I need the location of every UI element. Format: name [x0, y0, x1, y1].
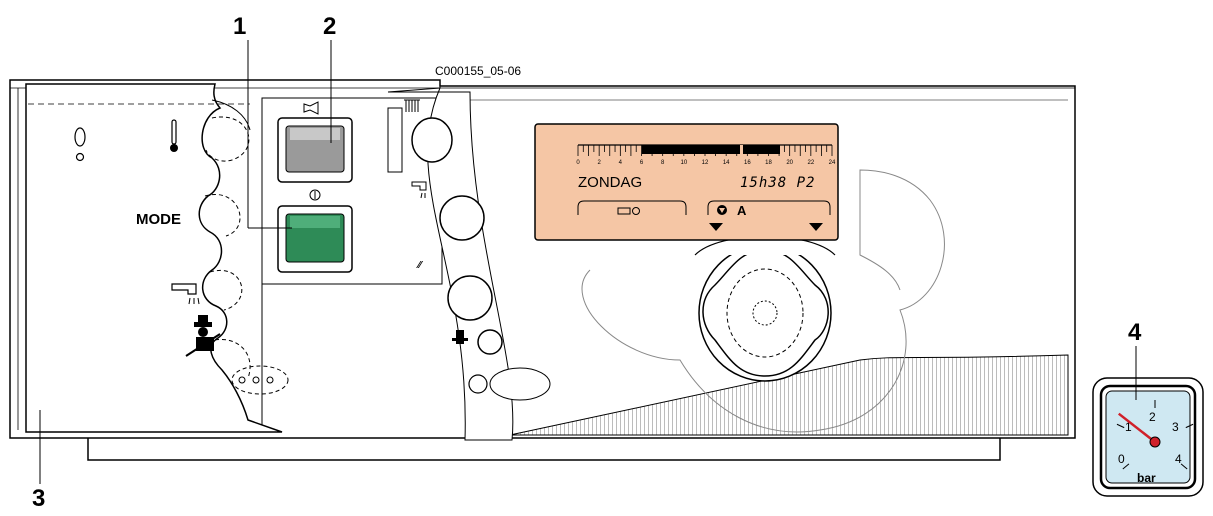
lcd-left-arrow	[709, 223, 723, 231]
hour-tick-label: 12	[702, 160, 709, 166]
gauge-scale-2: 2	[1149, 410, 1156, 424]
hour-tick-label: 2	[597, 160, 601, 166]
hour-tick-label: 4	[619, 160, 623, 166]
day-night-button[interactable]	[447, 275, 493, 321]
callout-3: 3	[32, 485, 45, 512]
hour-tick-label: 8	[661, 160, 665, 166]
gauge-tick	[1122, 463, 1130, 470]
gauge-tick	[1116, 423, 1125, 429]
hot-water-tap-icon	[411, 181, 427, 199]
hour-tick-label: 22	[807, 160, 814, 166]
callout-4: 4	[1128, 319, 1142, 346]
thermometer-icon	[170, 119, 178, 152]
reference-code: C000155_05-06	[435, 64, 521, 78]
lcd-day-label: ZONDAG	[578, 174, 642, 191]
hour-tick-label: 18	[765, 160, 772, 166]
tap-icon-left	[171, 283, 200, 305]
small-round-button[interactable]	[468, 374, 488, 394]
mode-label: MODE	[136, 211, 181, 228]
gauge-pivot	[1149, 436, 1161, 448]
lcd-timeline	[577, 144, 833, 156]
alarm-reset-switch[interactable]	[277, 117, 353, 183]
alert-icon	[74, 127, 86, 162]
front-cover-panel	[25, 83, 283, 433]
chimney-sweep-small-icon	[452, 330, 468, 344]
rotary-knob-grip[interactable]	[702, 249, 829, 377]
gauge-tick	[1180, 463, 1188, 470]
hour-tick-label: 14	[723, 160, 730, 166]
hour-tick-label: 24	[829, 160, 836, 166]
power-icon	[309, 189, 321, 201]
lcd-right-arrow	[809, 223, 823, 231]
knob-center	[752, 300, 778, 326]
svg-text:⁄⁄: ⁄⁄	[416, 260, 424, 271]
chimney-sweep-icon	[185, 315, 221, 357]
hatched-base	[509, 354, 1069, 436]
hour-tick-label: 10	[680, 160, 687, 166]
lower-recess	[489, 367, 551, 401]
main-power-switch[interactable]	[277, 205, 353, 273]
knob-housing	[581, 169, 945, 433]
lcd-hand-icon	[617, 207, 640, 215]
lcd-mode-letter: A	[737, 203, 747, 218]
base-plate	[87, 438, 1001, 461]
callout-2: 2	[323, 13, 336, 40]
heating-button[interactable]	[411, 117, 453, 163]
hour-tick-label: 20	[786, 160, 793, 166]
day-night-icon: ⁄⁄	[416, 260, 424, 271]
gauge-scale-4: 4	[1175, 452, 1182, 466]
gauge-scale-3: 3	[1172, 420, 1179, 434]
gauge-scale-1: 1	[1125, 420, 1132, 434]
pressure-gauge: 0 1 2 3 4 bar	[1092, 377, 1204, 497]
hot-water-button[interactable]	[439, 195, 485, 241]
gauge-tick	[1185, 423, 1194, 429]
lcd-time-program: 15h38 P2	[740, 175, 815, 191]
chimney-sweep-button[interactable]	[477, 329, 503, 355]
gauge-needle	[1117, 412, 1156, 443]
gauge-scale-0: 0	[1118, 452, 1125, 466]
lcd-right-bracket	[707, 200, 831, 215]
horn-icon	[303, 101, 319, 115]
gauge-unit: bar	[1137, 471, 1156, 485]
lcd-left-bracket	[577, 200, 687, 215]
hour-tick-label: 6	[640, 160, 644, 166]
indicator-slot	[387, 107, 403, 173]
hour-tick-label: 0	[576, 160, 580, 166]
callout-1: 1	[233, 13, 246, 40]
radiator-icon	[404, 99, 420, 112]
led-dots	[238, 376, 274, 384]
hour-tick-label: 16	[744, 160, 751, 166]
lcd-mode-icon	[717, 205, 727, 215]
